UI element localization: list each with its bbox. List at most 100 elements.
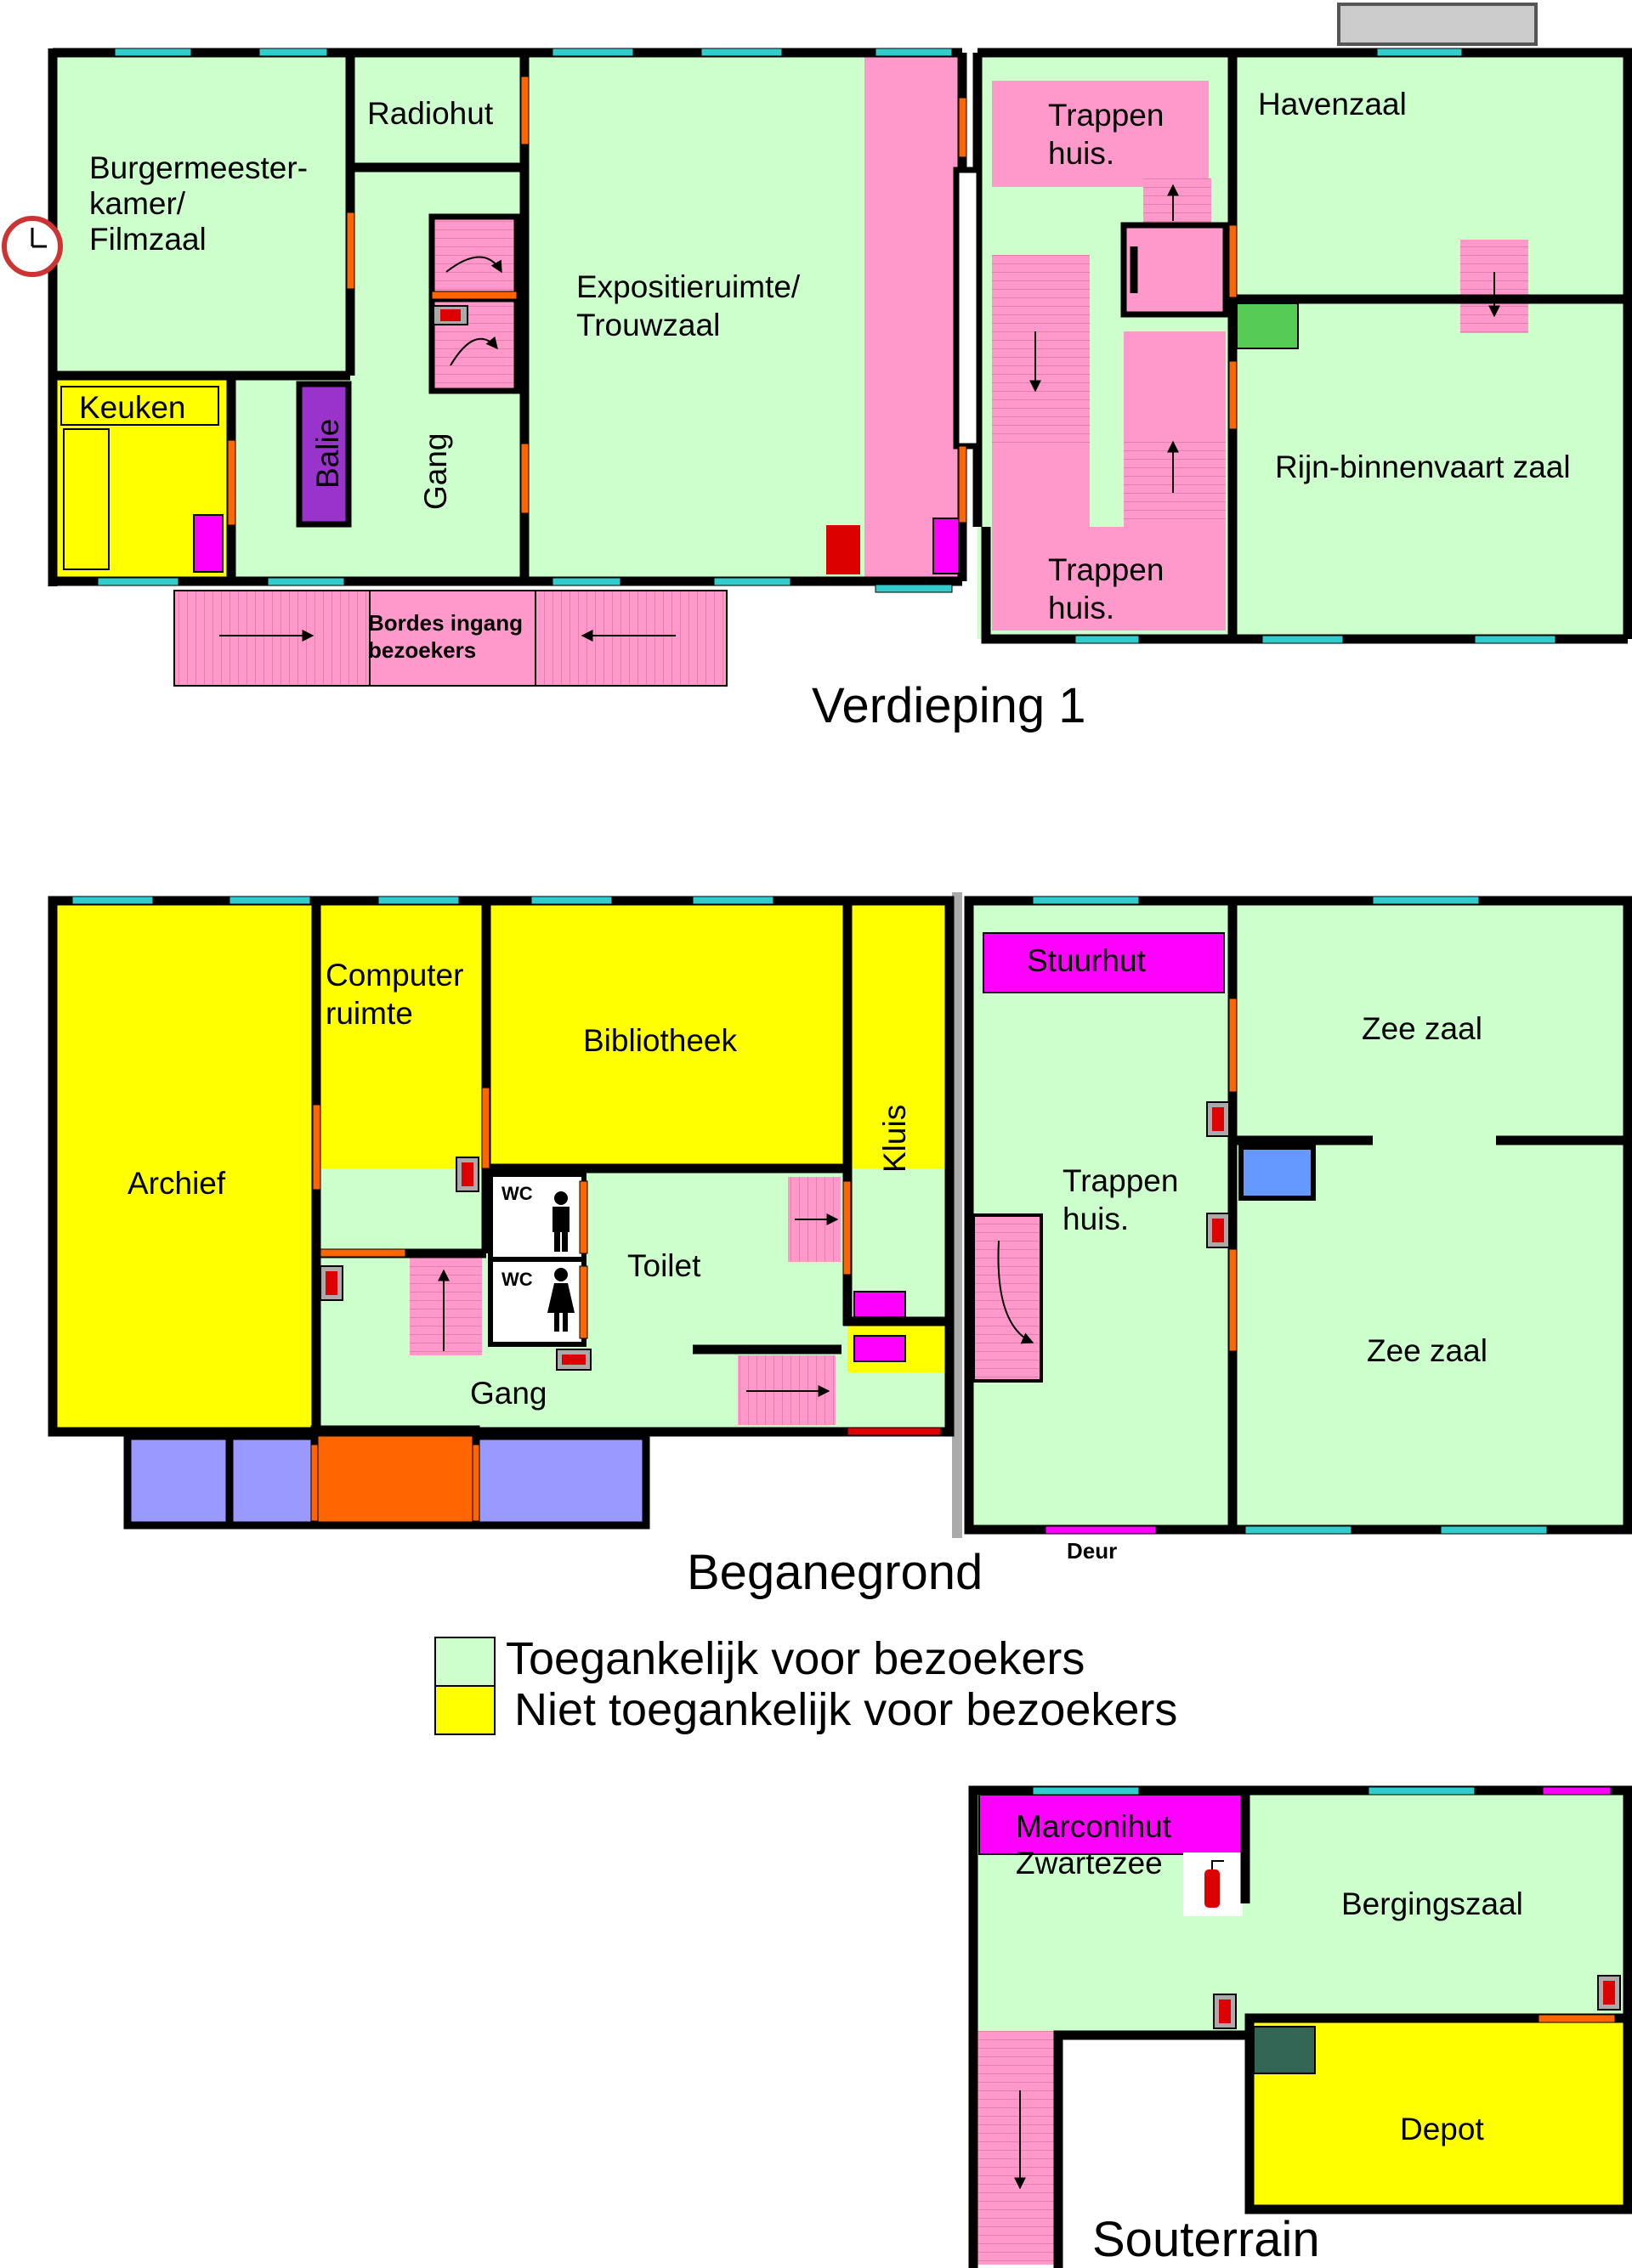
label-computer-1: Computer bbox=[326, 958, 463, 993]
extinguisher-icon bbox=[456, 1157, 479, 1192]
label-balie: Balie bbox=[310, 419, 345, 489]
label-bordes-2: bezoekers bbox=[368, 637, 476, 663]
door-deur bbox=[1045, 1525, 1157, 1535]
window bbox=[1368, 1786, 1476, 1796]
label-computer-2: ruimte bbox=[326, 996, 413, 1031]
label-expositie-2: Trouwzaal bbox=[576, 308, 720, 342]
room-bibliotheek bbox=[490, 901, 843, 1164]
label-depot: Depot bbox=[1400, 2112, 1484, 2146]
spiral-stairs-ground bbox=[972, 1213, 1043, 1383]
label-rijn: Rijn-binnenvaart zaal bbox=[1275, 450, 1571, 484]
label-radiohut: Radiohut bbox=[367, 96, 494, 131]
magenta-box bbox=[853, 1291, 906, 1318]
legend: Toegankelijk voor bezoekers Niet toegank… bbox=[434, 1633, 1177, 1735]
label-marconihut: Marconihut bbox=[1016, 1809, 1172, 1844]
label-burgemeester-1: Burgermeester- bbox=[89, 150, 308, 185]
legend-label-restricted: Niet toegankelijk voor bezoekers bbox=[514, 1684, 1177, 1735]
red-box bbox=[826, 525, 860, 574]
label-toilet: Toilet bbox=[627, 1248, 701, 1283]
entrance-stairs-right bbox=[535, 590, 728, 687]
clock-icon bbox=[2, 216, 63, 277]
extinguisher-icon bbox=[1597, 1975, 1621, 2011]
extinguisher-icon bbox=[1183, 1852, 1243, 1916]
floor-title-ground: Beganegrond bbox=[687, 1545, 983, 1600]
stairs-left-flight bbox=[992, 255, 1090, 446]
door-red bbox=[847, 1427, 942, 1436]
floor-title-basement: Souterrain bbox=[1092, 2212, 1320, 2267]
stairs-top-flight bbox=[1143, 178, 1211, 229]
room-zee bbox=[1237, 901, 1628, 1530]
annex-orange bbox=[310, 1425, 480, 1530]
annex-lavender-2 bbox=[225, 1432, 319, 1530]
room-bergingszaal bbox=[1245, 1793, 1628, 2018]
room-burgemeester bbox=[53, 53, 350, 376]
extinguisher-icon bbox=[556, 1349, 592, 1371]
magenta-box bbox=[853, 1335, 906, 1362]
label-bibliotheek: Bibliotheek bbox=[583, 1023, 738, 1058]
annex-lavender-3 bbox=[472, 1432, 650, 1530]
male-icon bbox=[552, 1191, 570, 1252]
label-trappen-top-2: huis. bbox=[1048, 136, 1114, 171]
window bbox=[1032, 1786, 1140, 1796]
spiral-stairs-first bbox=[432, 217, 517, 391]
label-burgemeester-3: Filmzaal bbox=[89, 222, 207, 257]
room-expositie bbox=[524, 53, 864, 581]
keuken-sign bbox=[60, 386, 219, 426]
door-magenta bbox=[1542, 1786, 1612, 1796]
grey-wall bbox=[952, 892, 962, 1538]
stairs-landing-top bbox=[992, 81, 1209, 187]
label-wc-male: WC bbox=[502, 1183, 533, 1204]
stuurhut-box bbox=[983, 932, 1225, 993]
room-rijn bbox=[1237, 299, 1628, 639]
label-trappen-top-1: Trappen bbox=[1048, 98, 1164, 133]
stairs-bottom-landing bbox=[992, 527, 1226, 631]
label-zee-2: Zee zaal bbox=[1367, 1333, 1488, 1368]
stairs-right-steps bbox=[1124, 438, 1226, 540]
label-burgemeester-2: kamer/ bbox=[89, 186, 186, 221]
darkgreen-box bbox=[1253, 2026, 1316, 2074]
label-kluis: Kluis bbox=[877, 1105, 912, 1173]
corridor-pink bbox=[864, 53, 962, 581]
entrance-bordes bbox=[369, 590, 536, 687]
magenta-box bbox=[932, 518, 960, 574]
label-bordes-1: Bordes ingang bbox=[368, 610, 523, 636]
label-havenzaal: Havenzaal bbox=[1258, 87, 1407, 122]
label-zwartezee: Zwartezee bbox=[1016, 1846, 1163, 1881]
label-wc-female: WC bbox=[502, 1269, 533, 1290]
label-trappen-ground-1: Trappen bbox=[1062, 1163, 1178, 1198]
extinguisher-icon bbox=[320, 1265, 343, 1301]
label-trappen-bottom-2: huis. bbox=[1048, 591, 1114, 625]
floor-ground: Archief Computer ruimte Bibliotheek Klui… bbox=[48, 892, 1632, 1600]
label-bergingszaal: Bergingszaal bbox=[1341, 1886, 1523, 1921]
entrance-stairs-left bbox=[173, 590, 371, 687]
stairs-top-lower bbox=[1124, 225, 1226, 314]
legend-label-accessible: Toegankelijk voor bezoekers bbox=[506, 1633, 1085, 1684]
green-box bbox=[1236, 303, 1299, 349]
label-stuurhut: Stuurhut bbox=[1027, 943, 1147, 978]
label-keuken: Keuken bbox=[79, 390, 186, 425]
door-depot bbox=[1538, 2014, 1616, 2023]
label-trappen-ground-2: huis. bbox=[1062, 1202, 1129, 1236]
balie-counter bbox=[296, 381, 352, 528]
magenta-box bbox=[193, 514, 224, 573]
room-radiohut bbox=[350, 53, 524, 167]
stairs-gang-ground bbox=[410, 1258, 482, 1355]
room-archief bbox=[53, 901, 316, 1432]
label-gang-ground: Gang bbox=[470, 1376, 547, 1411]
label-archief: Archief bbox=[128, 1166, 226, 1201]
legend-swatch-accessible bbox=[434, 1637, 496, 1687]
label-trappen-bottom-1: Trappen bbox=[1048, 552, 1164, 587]
annex-lavender-1 bbox=[123, 1432, 234, 1530]
floor-basement: Marconihut Zwartezee Bergingszaal Depot … bbox=[968, 1785, 1632, 2268]
legend-swatch-restricted bbox=[434, 1685, 496, 1735]
blue-box bbox=[1238, 1145, 1316, 1201]
extinguisher-icon bbox=[1206, 1101, 1230, 1137]
label-deur: Deur bbox=[1067, 1538, 1117, 1564]
female-icon bbox=[547, 1268, 575, 1332]
label-zee-1: Zee zaal bbox=[1362, 1011, 1482, 1046]
extinguisher-icon bbox=[1213, 1994, 1237, 2029]
roof-box bbox=[1337, 3, 1538, 46]
label-expositie-1: Expositieruimte/ bbox=[576, 269, 801, 304]
stairs-right-flight bbox=[1124, 331, 1226, 438]
